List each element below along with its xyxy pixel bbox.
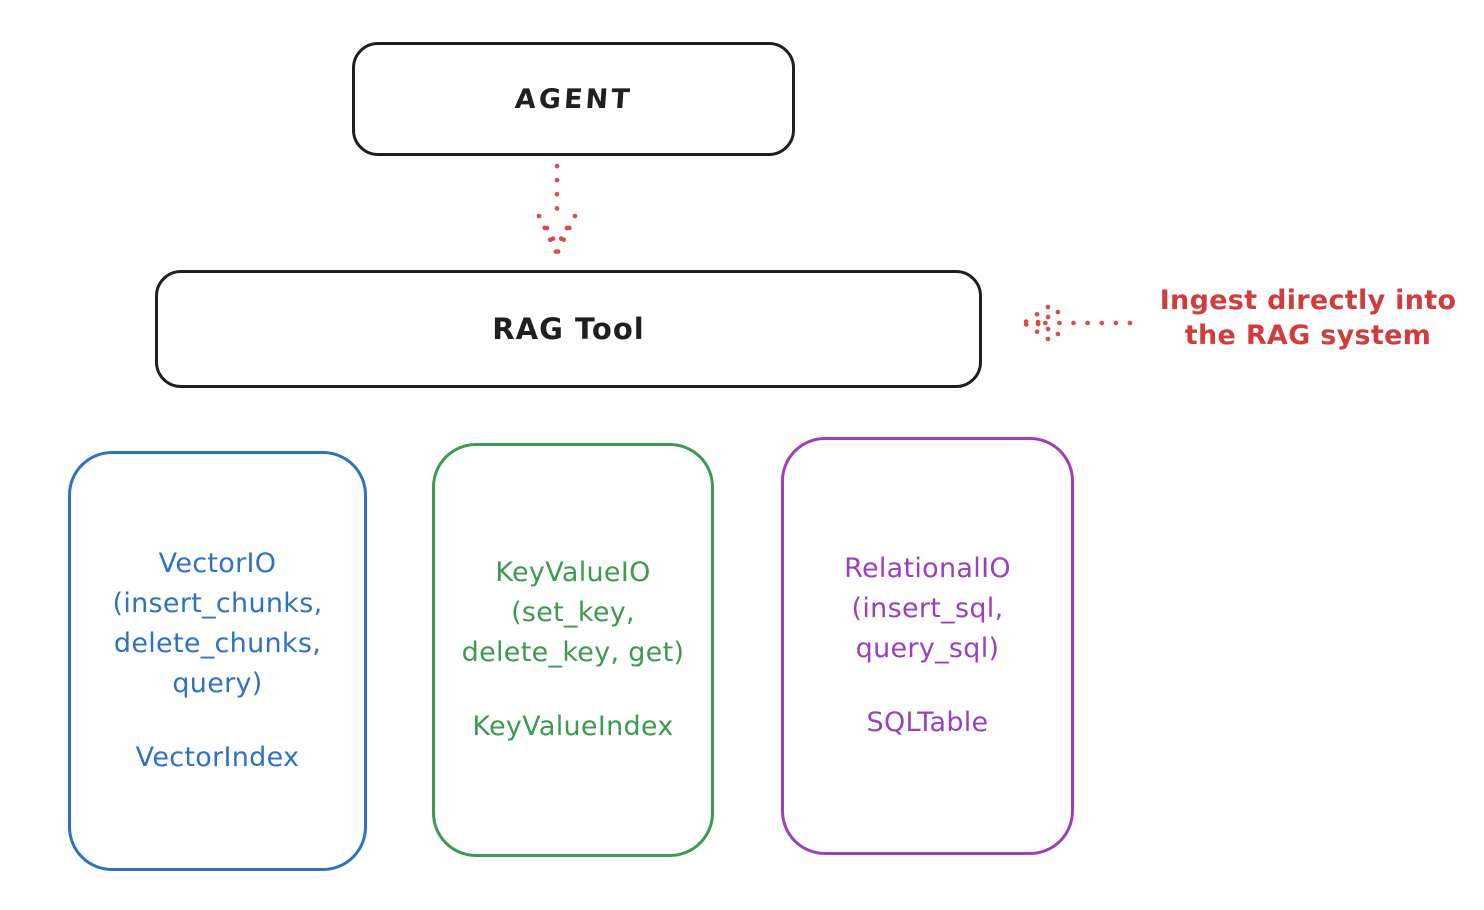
ingest-annotation-line: Ingest directly into [1159,285,1457,316]
sql-table-label: SQLTable [866,707,989,738]
agent-node: AGENT [352,42,795,156]
keyvalue-io-methods-line: (set_key, [511,597,635,628]
relational-io-methods-line: query_sql) [855,633,1000,664]
relational-io-node: RelationalIO (insert_sql, query_sql) SQL… [781,437,1074,855]
vector-io-methods-line: (insert_chunks, [112,588,323,619]
agent-label: AGENT [513,83,634,115]
relational-io-title: RelationalIO [844,553,1011,584]
vector-io-methods-line: query) [172,668,263,699]
rag-tool-node: RAG Tool [155,270,982,388]
ingest-annotation-line: the RAG system [1184,320,1432,351]
vector-index-label: VectorIndex [135,742,300,773]
keyvalue-io-methods-line: delete_key, get) [461,637,685,668]
vector-io-title: VectorIO [158,548,277,579]
relational-io-methods-line: (insert_sql, [851,593,1004,624]
dotted-arrow-left-icon [1021,304,1133,342]
rag-tool-label: RAG Tool [492,312,645,346]
keyvalue-index-label: KeyValueIndex [472,711,674,742]
ingest-annotation: Ingest directly into the RAG system [1138,283,1478,353]
keyvalue-io-title: KeyValueIO [495,557,651,588]
vector-io-node: VectorIO (insert_chunks, delete_chunks, … [68,451,367,871]
vector-io-methods-line: delete_chunks, [113,628,322,659]
keyvalue-io-node: KeyValueIO (set_key, delete_key, get) Ke… [432,443,714,857]
dotted-arrow-down-icon [536,163,578,257]
